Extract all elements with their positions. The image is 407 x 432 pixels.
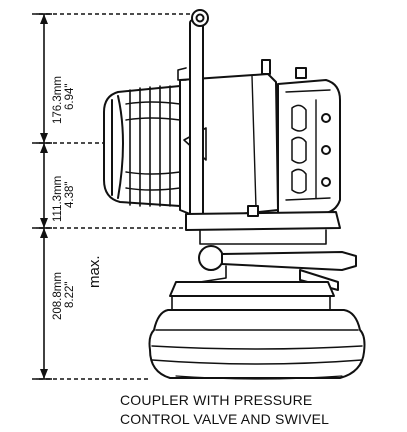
caption-line-2: CONTROL VALVE AND SWIVEL bbox=[120, 411, 330, 427]
dim-2-imperial: 4.38" bbox=[64, 182, 76, 208]
handle-tube bbox=[189, 19, 204, 221]
lever-knob bbox=[198, 245, 224, 271]
dim-3-imperial: 8.22" bbox=[64, 282, 76, 308]
figure-caption: COUPLER WITH PRESSURE CONTROL VALVE AND … bbox=[120, 391, 400, 429]
dimension-arrows bbox=[40, 14, 48, 379]
dim-3-metric: 208.8mm bbox=[52, 272, 64, 320]
dim-2-metric: 111.3mm bbox=[52, 176, 64, 222]
coupler-head bbox=[103, 85, 181, 207]
dim-1-metric: 176.3mm bbox=[52, 76, 64, 124]
swivel-plate bbox=[185, 211, 341, 231]
pressure-control-valve bbox=[277, 79, 341, 215]
dimension-lines bbox=[32, 13, 205, 380]
dim-3-qualifier: max. bbox=[86, 255, 103, 288]
coupler-body bbox=[103, 9, 366, 380]
swivel-base bbox=[148, 309, 366, 379]
dim-1-imperial: 6.94" bbox=[64, 84, 76, 110]
caption-line-1: COUPLER WITH PRESSURE bbox=[120, 392, 313, 408]
